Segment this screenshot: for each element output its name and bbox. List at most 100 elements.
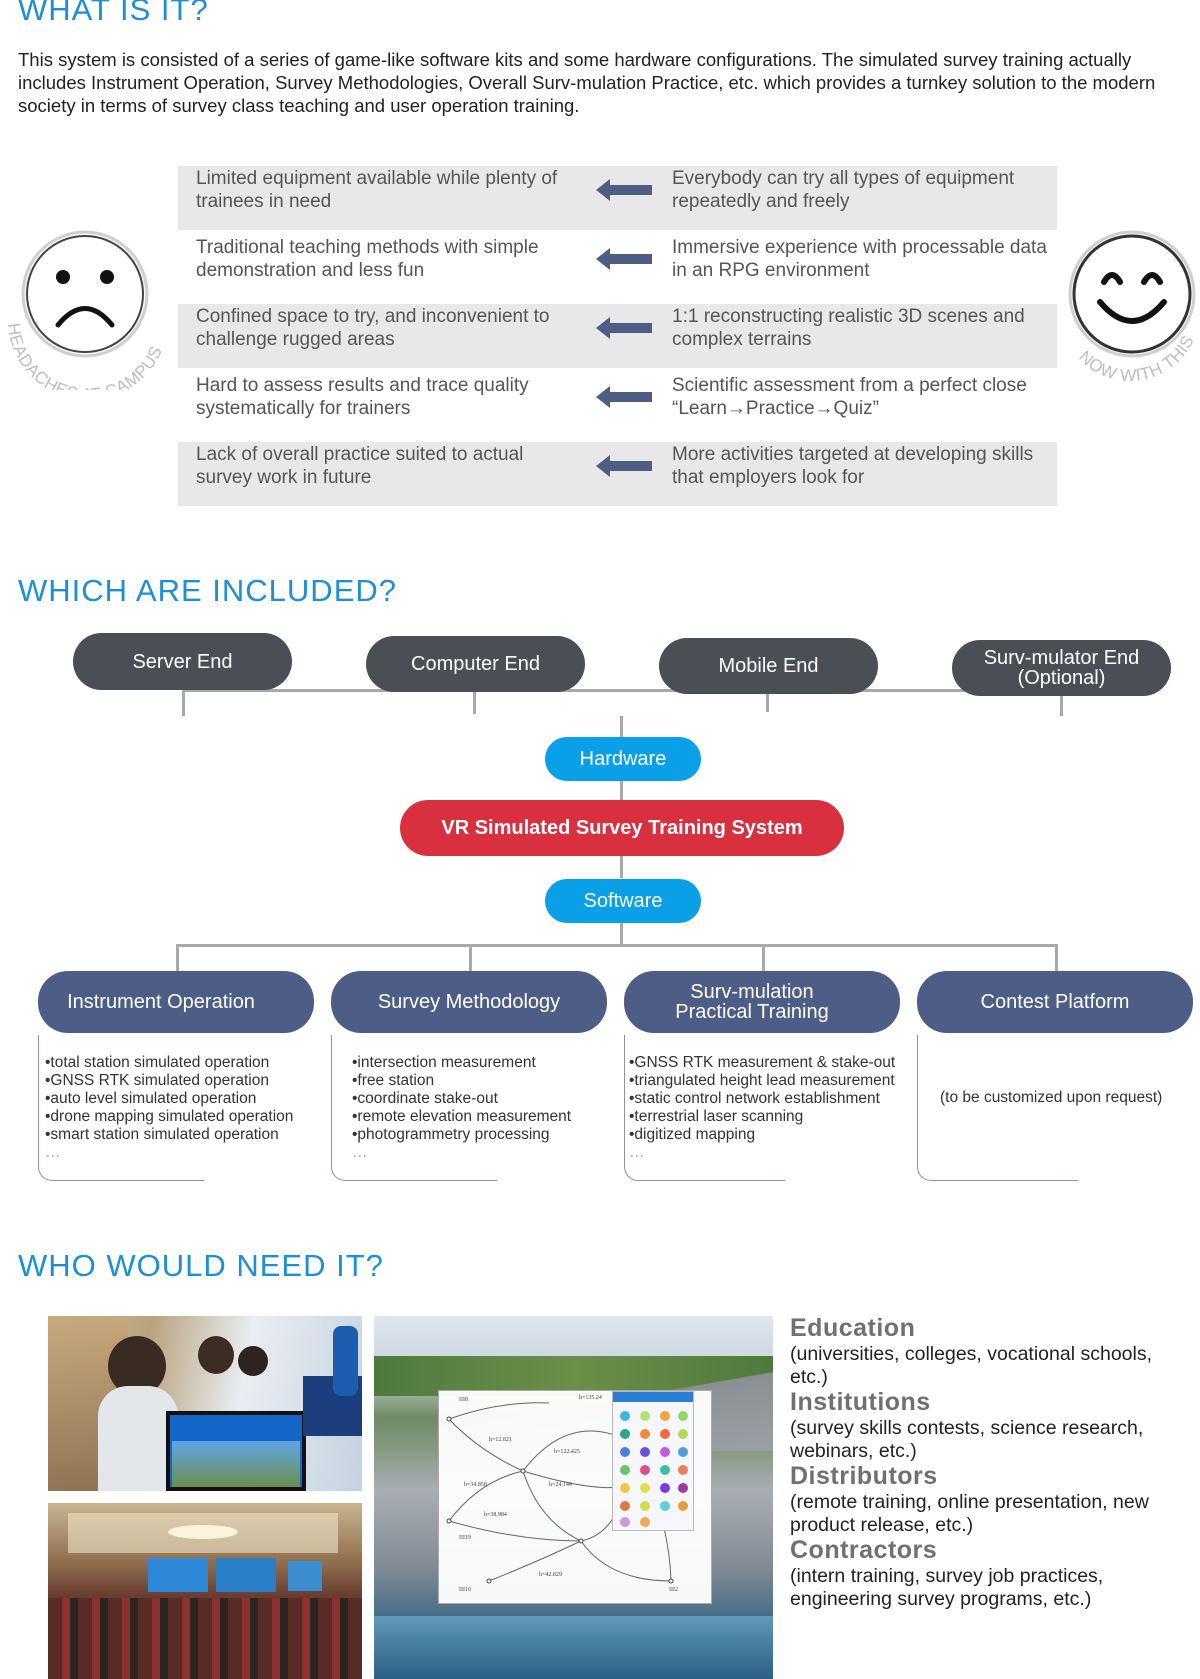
audience-education-title: Education xyxy=(790,1314,916,1342)
list-item: •digitized mapping xyxy=(629,1126,756,1143)
mobile-end-node: Mobile End xyxy=(659,638,878,694)
surv-mulator-end-node: Surv-mulator End (Optional) xyxy=(952,640,1171,696)
list-item: •smart station simulated operation xyxy=(45,1126,279,1143)
survey-methodology-list: •intersection measurement •free station … xyxy=(352,1054,571,1162)
list-item: •intersection measurement xyxy=(352,1054,536,1071)
audience-contractors-desc: (intern training, survey job practices, … xyxy=(790,1565,1104,1610)
hardware-node: Hardware xyxy=(545,737,701,781)
audience-contractors-title: Contractors xyxy=(790,1536,938,1564)
comparison-solution: Scientific assessment from a perfect clo… xyxy=(672,375,1027,419)
happy-face-icon xyxy=(1068,230,1196,358)
svg-text:III8: III8 xyxy=(459,1397,468,1403)
comparison-row: Confined space to try, and inconvenient … xyxy=(178,304,1057,368)
list-item: •free station xyxy=(352,1072,435,1089)
network-diagram: III8 h=135.24 h=12.821 h=122.425 h=34.858 h… xyxy=(438,1390,712,1604)
section-title-who: WHO WOULD NEED IT? xyxy=(18,1248,384,1283)
computer-end-node: Computer End xyxy=(366,636,585,692)
list-item: •GNSS RTK measurement & stake-out xyxy=(629,1054,896,1071)
connector-line xyxy=(620,716,623,738)
module-card-border xyxy=(917,1035,1078,1181)
module-survey-methodology: Survey Methodology xyxy=(331,971,607,1033)
svg-text:HEADACHES AT CAMPUS: HEADACHES AT CAMPUS xyxy=(4,322,166,390)
svg-text:h=42.829: h=42.829 xyxy=(539,1572,562,1578)
comparison-row: Limited equipment available while plenty… xyxy=(178,166,1057,230)
list-item: •static control network establishment xyxy=(629,1090,880,1107)
audience-distributors-desc: (remote training, online presentation, n… xyxy=(790,1491,1149,1536)
sad-face-icon xyxy=(21,230,149,358)
module-card-border xyxy=(624,1035,785,1181)
arrow-left-icon xyxy=(596,179,652,201)
list-item: •total station simulated operation xyxy=(45,1054,270,1071)
happy-face-caption: NOW WITH THIS xyxy=(1075,332,1198,385)
connector-line xyxy=(762,944,765,972)
comparison-problem: Confined space to try, and inconvenient … xyxy=(196,306,550,350)
svg-text:III10: III10 xyxy=(459,1587,471,1593)
list-item-more: … xyxy=(352,1144,368,1161)
connector-line xyxy=(176,944,1058,947)
list-item: •coordinate stake-out xyxy=(352,1090,498,1107)
comparison-problem: Lack of overall practice suited to actua… xyxy=(196,444,524,488)
connector-line xyxy=(1055,944,1058,972)
arrow-left-icon xyxy=(596,317,652,339)
sad-face-caption: HEADACHES AT CAMPUS xyxy=(4,322,166,390)
intro-paragraph: This system is consisted of a series of … xyxy=(18,49,1156,116)
list-item: •terrestrial laser scanning xyxy=(629,1108,804,1125)
comparison-problem: Traditional teaching methods with simple… xyxy=(196,237,539,281)
list-item: •auto level simulated operation xyxy=(45,1090,257,1107)
svg-text:h=38.984: h=38.984 xyxy=(484,1512,507,1518)
svg-text:NOW WITH THIS: NOW WITH THIS xyxy=(1075,332,1198,385)
comparison-solution: 1:1 reconstructing realistic 3D scenes a… xyxy=(672,306,1025,350)
connector-line xyxy=(620,856,623,878)
connector-line xyxy=(620,780,623,802)
list-item: •triangulated height lead measurement xyxy=(629,1072,895,1089)
module-instrument-operation: Instrument Operation xyxy=(38,971,314,1033)
svg-text:h=24.146: h=24.146 xyxy=(549,1482,572,1488)
phone-app-screen xyxy=(612,1391,694,1531)
section-title-which: WHICH ARE INCLUDED? xyxy=(18,573,397,608)
comparison-row: Lack of overall practice suited to actua… xyxy=(178,442,1057,506)
list-item: •GNSS RTK simulated operation xyxy=(45,1072,269,1089)
connector-line xyxy=(182,692,185,716)
contest-platform-note: (to be customized upon request) xyxy=(940,1089,1163,1106)
list-item-more: … xyxy=(629,1144,645,1161)
list-item: •drone mapping simulated operation xyxy=(45,1108,294,1125)
module-card-border xyxy=(38,1035,204,1181)
comparison-solution: Immersive experience with processable da… xyxy=(672,237,1047,281)
module-practical-training: Surv-mulation Practical Training xyxy=(624,971,900,1033)
comparison-solution: Everybody can try all types of equipment… xyxy=(672,168,1015,212)
audience-institutions-desc: (survey skills contests, science researc… xyxy=(790,1417,1144,1462)
comparison-problem: Hard to assess results and trace quality… xyxy=(196,375,529,419)
connector-line xyxy=(473,692,476,714)
comparison-problem: Limited equipment available while plenty… xyxy=(196,168,558,212)
audience-institutions-title: Institutions xyxy=(790,1388,931,1416)
module-contest-platform: Contest Platform xyxy=(917,971,1193,1033)
svg-text:h=34.858: h=34.858 xyxy=(464,1482,487,1488)
comparison-row: Hard to assess results and trace quality… xyxy=(178,373,1057,437)
svg-text:III19: III19 xyxy=(459,1535,471,1541)
svg-text:III2: III2 xyxy=(669,1587,678,1593)
connector-line xyxy=(1060,692,1063,716)
practical-training-list: •GNSS RTK measurement & stake-out •trian… xyxy=(629,1054,895,1162)
list-item-more: … xyxy=(45,1144,61,1161)
classroom-photo xyxy=(48,1316,362,1491)
module-card-border xyxy=(331,1035,497,1181)
list-item: •photogrammetry processing xyxy=(352,1126,550,1143)
connector-line xyxy=(176,944,179,972)
comparison-row: Traditional teaching methods with simple… xyxy=(178,235,1057,299)
connector-line xyxy=(469,944,472,972)
software-node: Software xyxy=(545,879,701,923)
connector-line xyxy=(620,922,623,944)
svg-text:h=12.821: h=12.821 xyxy=(489,1437,512,1443)
svg-text:h=135.24: h=135.24 xyxy=(579,1395,602,1401)
audience-distributors-title: Distributors xyxy=(790,1462,938,1490)
audience-education-desc: (universities, colleges, vocational scho… xyxy=(790,1343,1153,1388)
arrow-left-icon xyxy=(596,455,652,477)
section-title-what: WHAT IS IT? xyxy=(18,0,209,27)
comparison-solution: More activities targeted at developing s… xyxy=(672,444,1034,488)
svg-text:h=122.425: h=122.425 xyxy=(554,1449,580,1455)
connector-line xyxy=(766,692,769,712)
system-node: VR Simulated Survey Training System xyxy=(400,800,844,856)
list-item: •remote elevation measurement xyxy=(352,1108,572,1125)
server-end-node: Server End xyxy=(73,633,292,690)
arrow-left-icon xyxy=(596,386,652,408)
